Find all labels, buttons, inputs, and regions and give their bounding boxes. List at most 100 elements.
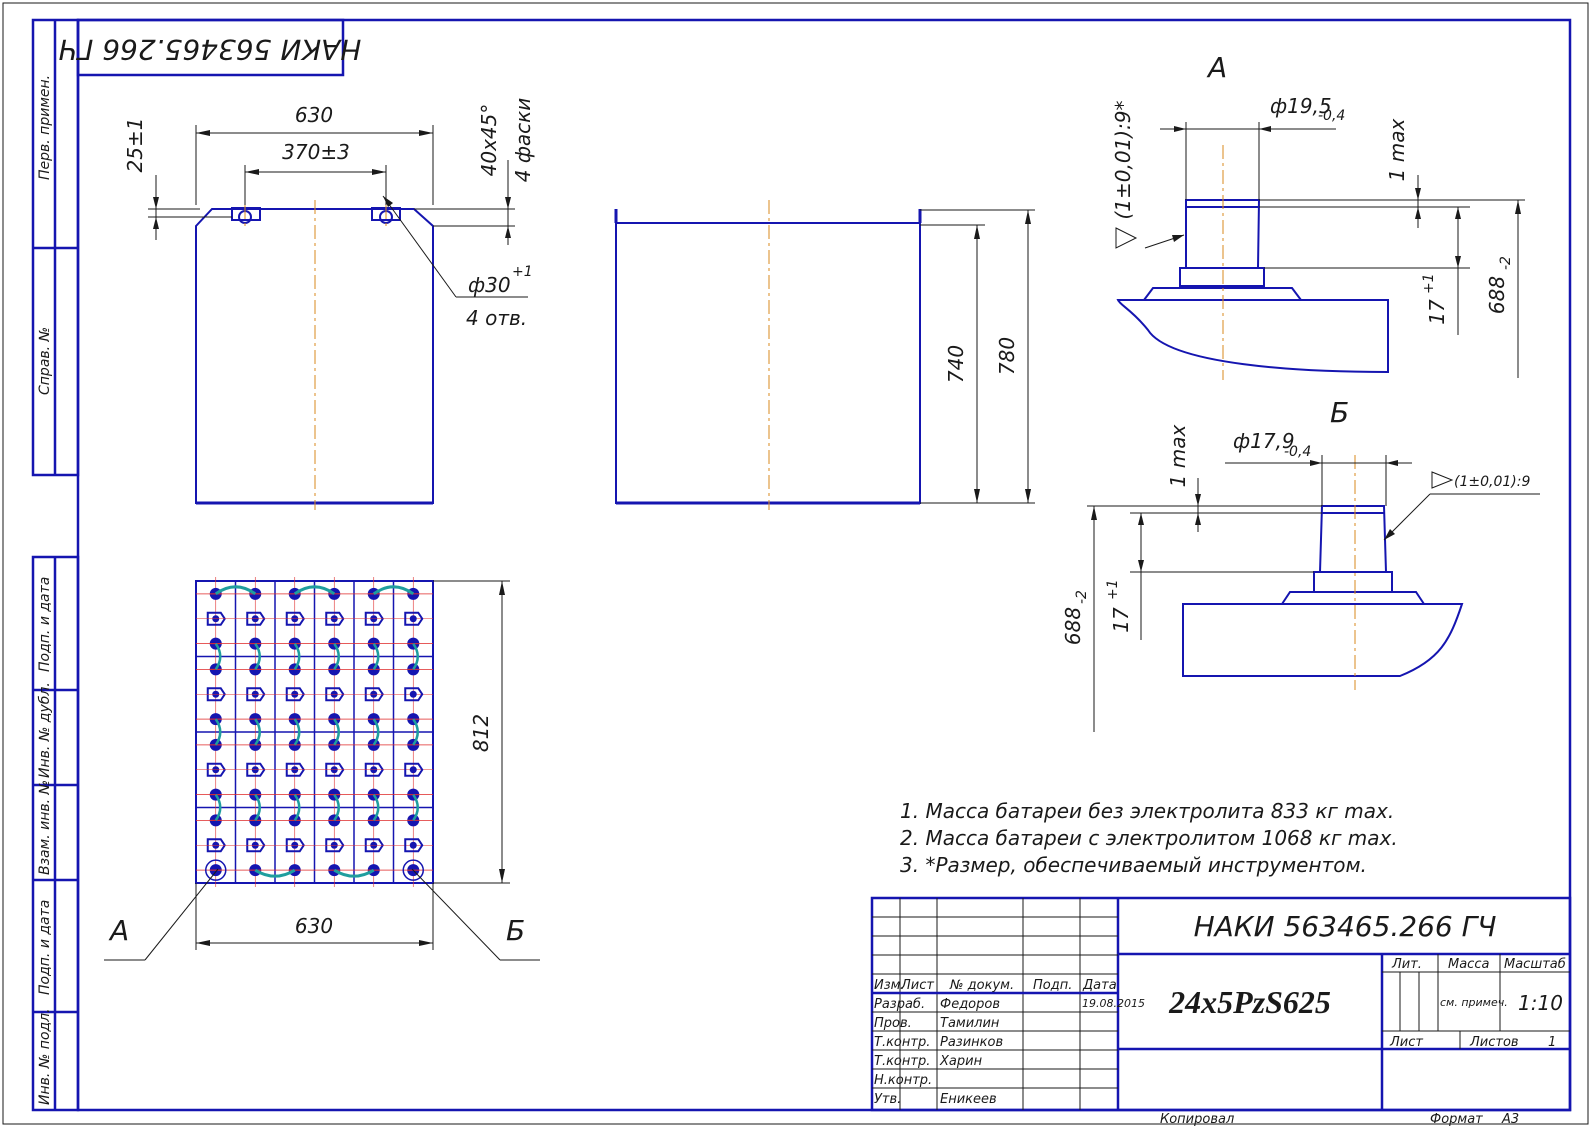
terminal-shield [325,838,345,853]
terminal-shield [364,838,384,853]
detail-b-688: 688 [1061,607,1085,645]
detail-a-max: 1 max [1385,119,1409,182]
dim-plan-width: 630 [295,914,333,938]
plan-label-a: А [108,914,129,947]
top-view: 630 370±3 25±1 40x45° 4 фаски ф30 +1 4 о… [123,98,535,510]
cell-link [254,793,261,822]
label-vzam-inv: Взам. инв. № [37,780,53,875]
left-margin-strip: Перв. примен. Справ. № Подп. и дата Инв.… [31,18,80,1112]
cell-link [214,718,222,746]
dim-inner-height: 740 [944,345,968,383]
terminal-shield [206,838,226,853]
dim-chamfer: 40x45° [477,104,501,177]
cell-jumper [254,868,296,878]
terminal-shield [325,762,345,777]
terminal-shield [404,687,424,702]
detail-b-title: Б [1330,396,1349,429]
terminal-shield [404,838,424,853]
tb-lit: Лит. [1391,957,1422,972]
title-block: Изм. Лист № докум. Подп. Дата Разраб. Пр… [870,896,1572,1127]
tb-massa: Масса [1448,957,1489,972]
terminal-shield [325,687,345,702]
detail-a-17-tol: +1 [1421,273,1437,294]
tb-format-value: А3 [1501,1112,1519,1127]
drawing-frame [76,18,1572,1112]
cell-link [254,642,261,671]
detail-b-diameter: ф17,9 [1233,429,1295,453]
terminal-shield [404,611,424,626]
detail-b-max: 1 max [1166,425,1190,488]
tb-name-1: Федоров [940,997,1000,1012]
cell-link [214,642,222,671]
tb-massa-value: см. примеч. [1440,996,1508,1009]
cell-grid [196,577,433,887]
tb-col-izm: Изм. [874,978,905,993]
terminal-pole [409,690,417,698]
tb-name-6: Еникеев [940,1092,997,1107]
cell-jumper [333,868,375,878]
tb-role-3: Т.контр. [874,1035,930,1050]
detail-a: А ф19,5 -0,4 (1±0,01):9* 1 max 17 +1 [1111,51,1525,380]
detail-a-17: 17 [1425,299,1449,325]
dim-hole-count: 4 отв. [466,306,527,330]
tb-role-4: Т.контр. [874,1054,930,1069]
dim-outer-height: 780 [995,337,1019,375]
cell-link [412,718,419,746]
tb-copied: Копировал [1160,1112,1234,1127]
cell-link [293,718,301,746]
cell-link [254,718,261,746]
dim-chamfer-count: 4 фаски [511,98,535,183]
terminal-pole [409,766,417,774]
dim-hole-diameter-tol: +1 [512,264,533,280]
detail-a-diameter: ф19,5 [1270,94,1332,118]
dim-hole-spacing: 370±3 [282,140,350,164]
note-3: 3. *Размер, обеспечиваемый инструментом. [900,853,1367,877]
tb-col-podp: Подп. [1033,978,1072,993]
detail-a-title: А [1206,51,1227,84]
detail-b-688-tol: -2 [1074,590,1090,604]
label-sprav-no: Справ. № [37,327,53,395]
front-view: 740 780 [614,200,1035,510]
dim-plan-height: 812 [469,714,493,752]
cell-link [372,642,380,671]
detail-b: Б ф17,9 -0,4 (1±0,01):9 1 max 17 [1061,396,1540,732]
output-terminal-a [205,859,227,881]
tb-product: 24x5PzS625 [1168,984,1331,1020]
cell-jumper [372,585,415,596]
cell-link [372,718,380,746]
dim-hole-offset: 25±1 [123,118,147,173]
cell-link [293,793,301,822]
cell-link [333,793,340,822]
output-terminal-b [402,859,424,881]
tb-designation: НАКИ 563465.266 ГЧ [1194,910,1497,943]
tb-role-5: Н.контр. [874,1073,932,1088]
tb-listov-label: Листов [1469,1035,1519,1050]
tb-date: 19.08.2015 [1082,997,1145,1010]
tb-list-label: Лист [1389,1035,1423,1050]
detail-a-taper: (1±0,01):9* [1111,100,1135,219]
detail-a-diameter-tol: -0,4 [1318,108,1345,124]
cell-link [412,642,419,671]
terminal-shield [246,687,266,702]
terminal-shield [246,838,266,853]
terminal-pole [409,841,417,849]
detail-b-17: 17 [1109,607,1133,633]
label-inv-dubl: Инв. № дубл. [37,682,53,778]
tb-role-2: Пров. [874,1016,912,1031]
stamp-top-text: НАКИ 563465.266 ГЧ [59,33,362,66]
terminal-shield [246,611,266,626]
detail-b-taper: (1±0,01):9 [1454,474,1530,490]
terminal-shield [285,762,305,777]
tb-name-3: Разинков [940,1035,1003,1050]
tb-name-4: Харин [939,1054,983,1069]
terminal-shield [285,838,305,853]
terminal-shield [206,611,226,626]
label-podp-data-2: Подп. и дата [37,900,53,995]
terminal-shield [285,611,305,626]
terminal-shield [246,762,266,777]
cell-jumper [214,585,257,596]
tb-masshtab: Масштаб [1504,957,1566,972]
cell-link [293,642,301,671]
